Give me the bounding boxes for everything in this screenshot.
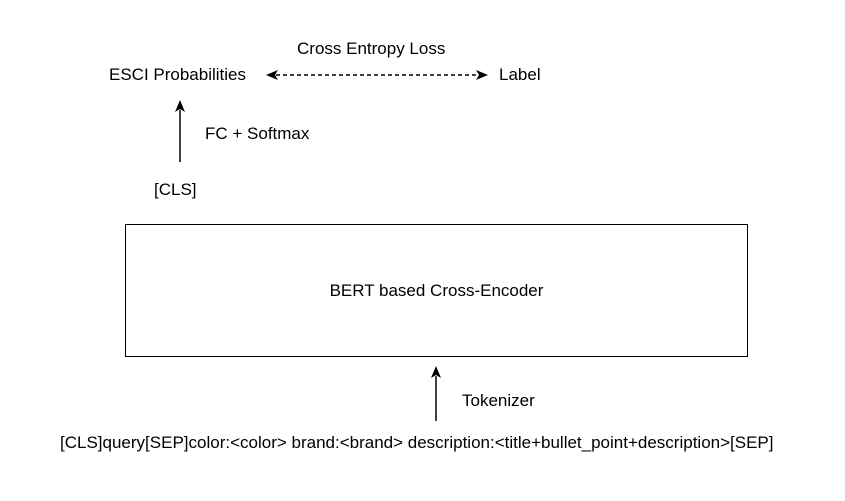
fc-softmax-arrow	[175, 100, 185, 162]
esci-probabilities-node: ESCI Probabilities	[109, 65, 247, 84]
label-node: Label	[499, 65, 541, 84]
loss-arrow	[266, 70, 488, 80]
encoder-label: BERT based Cross-Encoder	[329, 280, 544, 300]
encoder-box: BERT based Cross-Encoder	[125, 224, 748, 357]
fc-softmax-label: FC + Softmax	[205, 124, 310, 143]
tokenizer-label: Tokenizer	[462, 391, 535, 410]
cls-node: [CLS]	[154, 180, 197, 199]
input-sequence: [CLS]query[SEP]color:<color> brand:<bran…	[60, 433, 774, 452]
tokenizer-arrow	[431, 366, 441, 421]
loss-label: Cross Entropy Loss	[297, 39, 446, 58]
